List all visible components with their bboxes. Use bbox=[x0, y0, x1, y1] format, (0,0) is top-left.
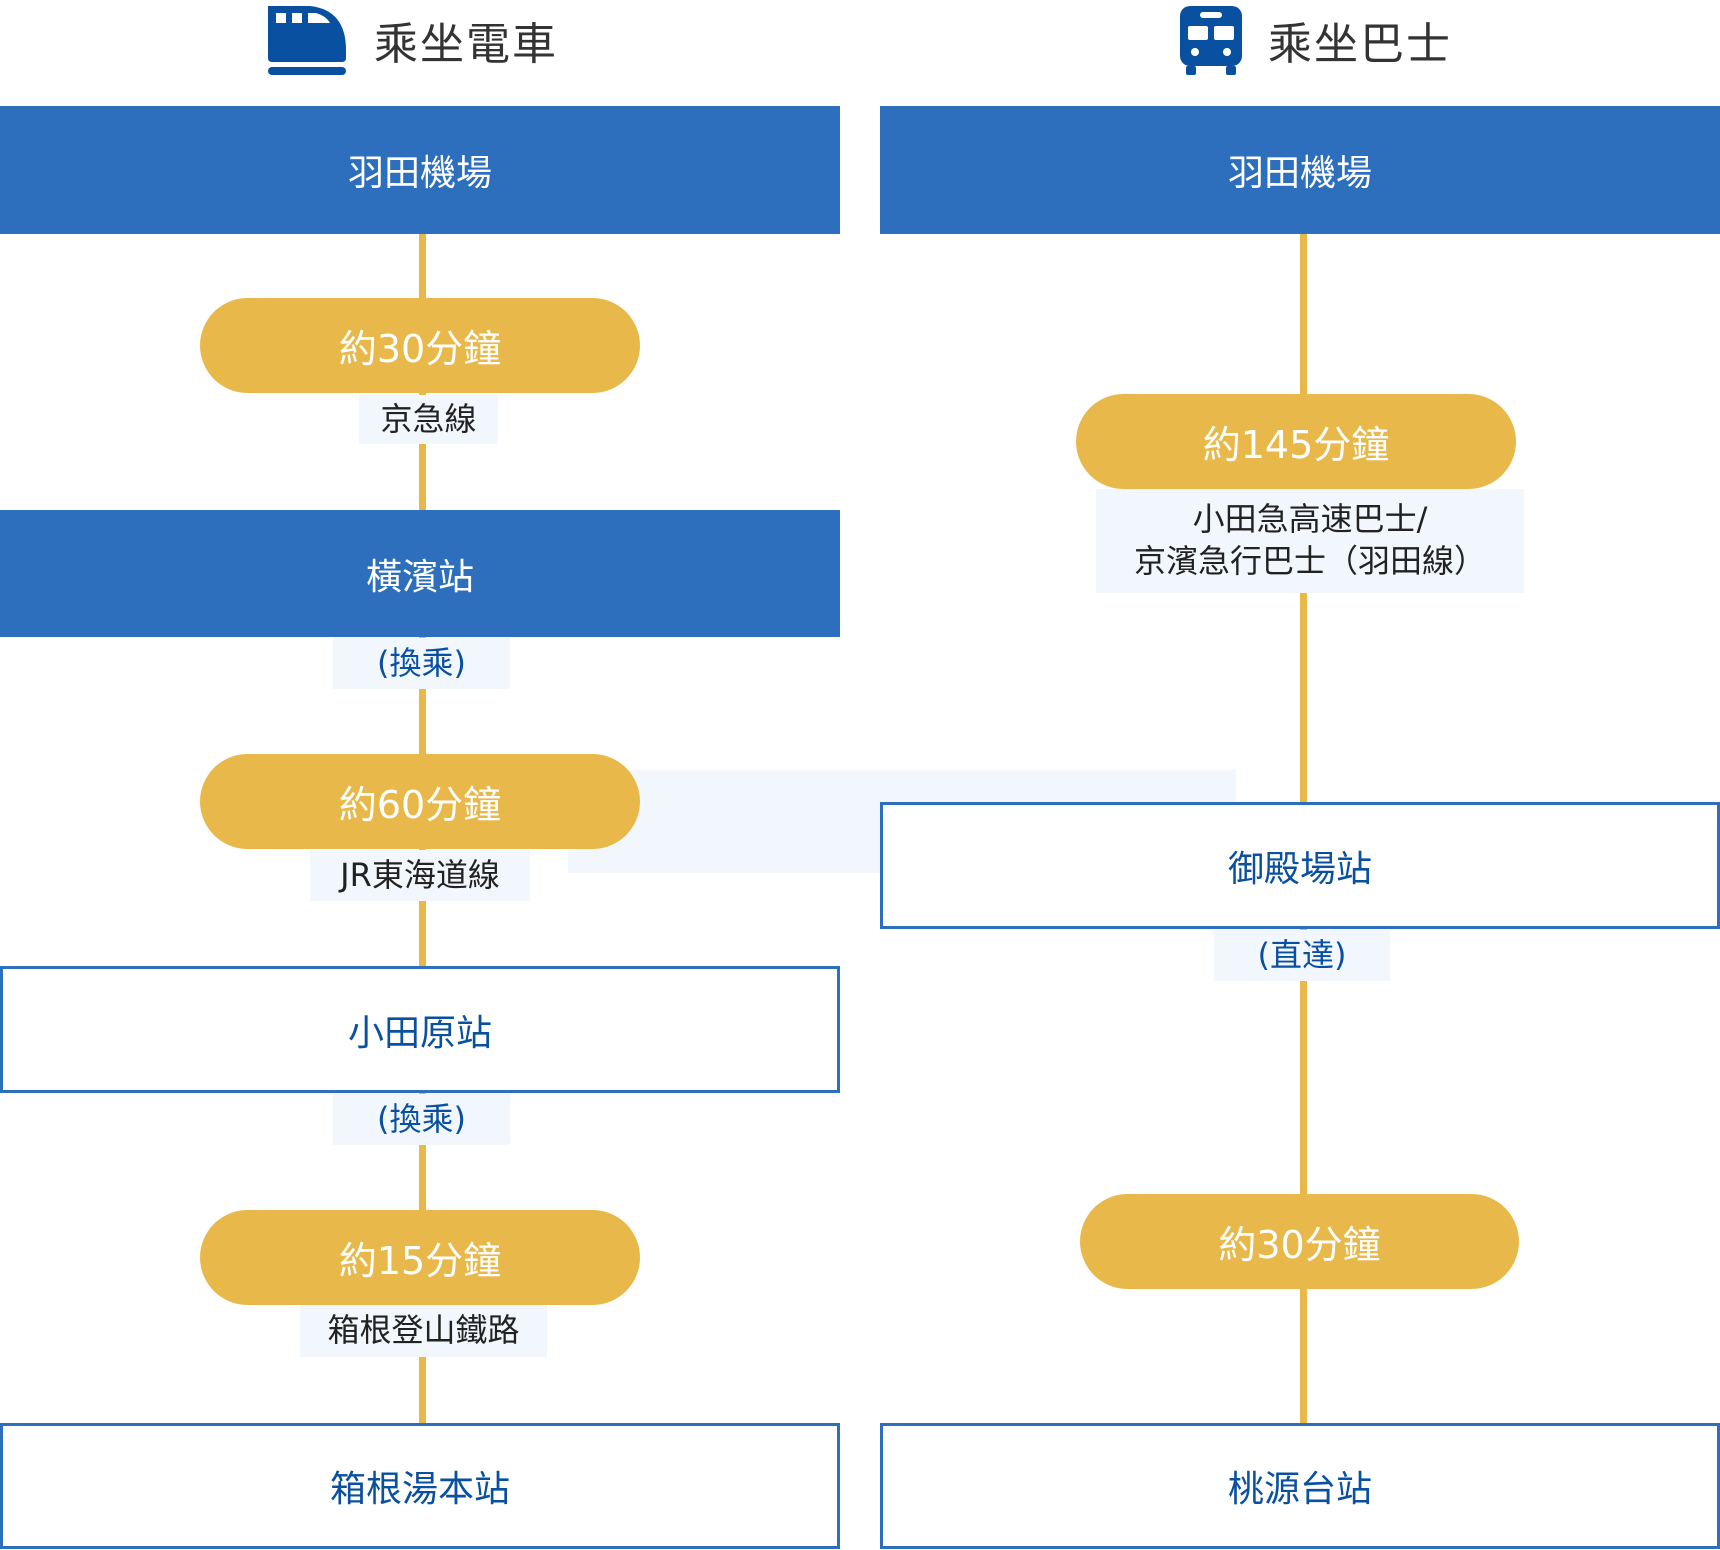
transfer-label: (換乘) bbox=[333, 1094, 510, 1145]
bus-title: 乘坐巴士 bbox=[1268, 19, 1452, 70]
duration-pill: 約15分鐘 bbox=[200, 1210, 640, 1305]
line-label-2: 京濱急行巴士（羽田線） bbox=[1133, 542, 1486, 580]
bus-header: 乘坐巴士 bbox=[1178, 4, 1452, 76]
station-togendai: 桃源台站 bbox=[880, 1423, 1720, 1549]
station-haneda-train: 羽田機場 bbox=[0, 106, 840, 234]
duration-pill: 約30分鐘 bbox=[1080, 1194, 1519, 1289]
duration-pill: 約60分鐘 bbox=[200, 754, 640, 849]
line-label-1: 小田急高速巴士/ bbox=[1192, 500, 1428, 539]
line-label: 京急線 bbox=[359, 395, 498, 444]
station-gotemba: 御殿場站 bbox=[880, 802, 1720, 929]
station-hakone-yumoto: 箱根湯本站 bbox=[0, 1423, 840, 1549]
duration-pill: 約30分鐘 bbox=[200, 298, 640, 393]
station-yokohama: 橫濱站 bbox=[0, 510, 840, 637]
line-label: 箱根登山鐵路 bbox=[300, 1305, 547, 1357]
duration-pill: 約145分鐘 bbox=[1076, 394, 1516, 489]
direct-label: (直達) bbox=[1214, 930, 1390, 981]
line-label: JR東海道線 bbox=[310, 850, 530, 901]
transfer-label: (換乘) bbox=[333, 638, 510, 689]
station-haneda-bus: 羽田機場 bbox=[880, 106, 1720, 234]
station-odawara: 小田原站 bbox=[0, 966, 840, 1093]
train-icon bbox=[266, 4, 348, 76]
train-header: 乘坐電車 bbox=[266, 4, 558, 76]
bus-icon bbox=[1178, 4, 1244, 76]
train-title: 乘坐電車 bbox=[374, 19, 558, 70]
line-label: 小田急高速巴士/ 京濱急行巴士（羽田線） bbox=[1096, 489, 1524, 593]
